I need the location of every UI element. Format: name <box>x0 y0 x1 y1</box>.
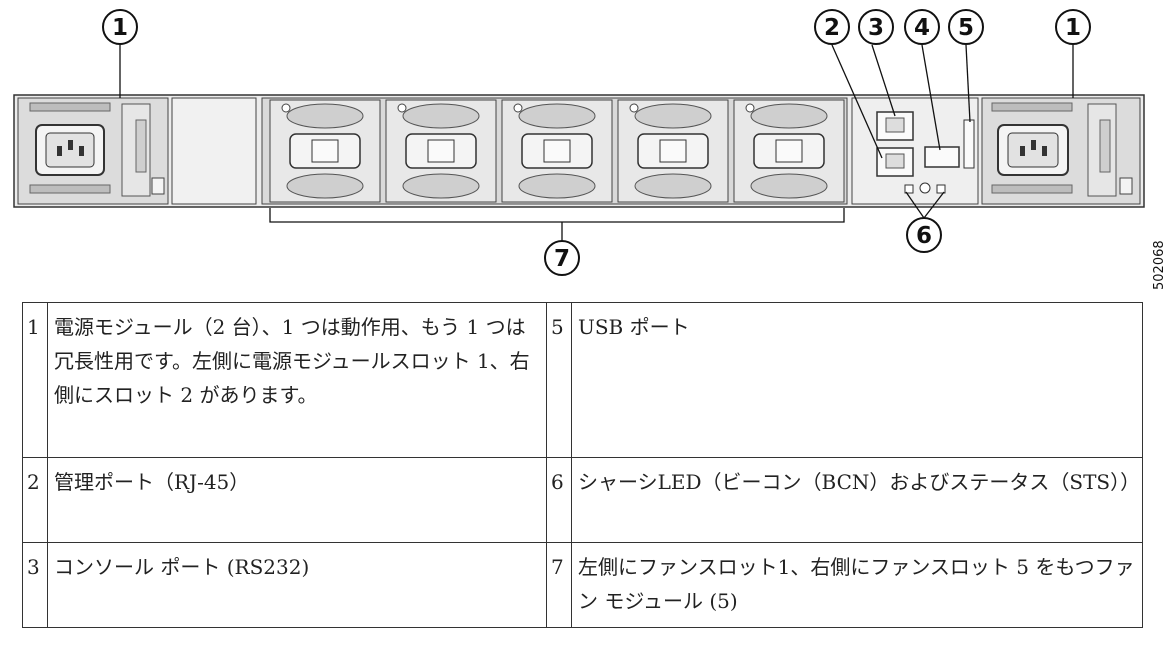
console-port <box>876 111 914 141</box>
legend-row: 3 コンソール ポート (RS232) 7 左側にファンスロット1、右側にファン… <box>22 542 1143 628</box>
callout-6: 6 <box>906 217 942 253</box>
leader-lines <box>119 44 1074 241</box>
legend-description: 電源モジュール（2 台）、1 つは動作用、もう 1 つは冗長性用です。左側に電源… <box>47 302 547 458</box>
legend-number: 2 <box>22 457 48 543</box>
figure-code: 502068 <box>1152 240 1167 290</box>
callout-3: 3 <box>858 9 894 45</box>
mgmt-port <box>876 147 914 177</box>
fan-module-5 <box>733 99 845 203</box>
legend-description: 管理ポート（RJ-45） <box>47 457 547 543</box>
legend-number: 3 <box>22 542 48 628</box>
psu-left <box>17 97 169 205</box>
callout-2: 2 <box>814 9 850 45</box>
legend-number: 5 <box>546 302 572 458</box>
fan-module-4 <box>617 99 729 203</box>
svg-text:5: 5 <box>958 15 974 41</box>
svg-text:2: 2 <box>824 15 840 41</box>
fan-module-3 <box>501 99 613 203</box>
legend-description: USB ポート <box>571 302 1143 458</box>
legend-description: 左側にファンスロット1、右側にファンスロット 5 をもつファン モジュール (5… <box>571 542 1143 628</box>
svg-text:1: 1 <box>1065 15 1081 41</box>
chassis-rear-diagram: 502068 1 2 3 4 5 1 7 <box>13 9 1167 290</box>
fan-module-1 <box>269 99 381 203</box>
legend-row: 2 管理ポート（RJ-45） 6 シャーシLED（ビーコン（BCN）およびステー… <box>22 457 1143 543</box>
legend-table: 1 電源モジュール（2 台）、1 つは動作用、もう 1 つは冗長性用です。左側に… <box>22 302 1143 628</box>
blank-panel <box>171 97 257 205</box>
callout-7: 7 <box>544 240 580 276</box>
legend-description: コンソール ポート (RS232) <box>47 542 547 628</box>
svg-text:1: 1 <box>112 15 128 41</box>
callout-4: 4 <box>904 9 940 45</box>
legend-description: シャーシLED（ビーコン（BCN）およびステータス（STS）） <box>571 457 1143 543</box>
chassis-leds <box>904 182 946 194</box>
usb-port <box>963 119 975 169</box>
fan-module-2 <box>385 99 497 203</box>
svg-text:3: 3 <box>868 15 884 41</box>
svg-text:6: 6 <box>916 223 932 249</box>
legend-number: 6 <box>546 457 572 543</box>
callout-5: 5 <box>948 9 984 45</box>
svg-text:7: 7 <box>554 246 570 272</box>
io-panel <box>851 97 979 205</box>
svg-text:4: 4 <box>914 15 930 41</box>
fan-tray <box>261 97 848 205</box>
psu-right <box>981 97 1141 205</box>
legend-row: 1 電源モジュール（2 台）、1 つは動作用、もう 1 つは冗長性用です。左側に… <box>22 302 1143 458</box>
legend-number: 1 <box>22 302 48 458</box>
legend-number: 7 <box>546 542 572 628</box>
callout-1-right: 1 <box>1055 9 1091 45</box>
callout-1-left: 1 <box>102 9 138 45</box>
port-4 <box>924 146 960 168</box>
